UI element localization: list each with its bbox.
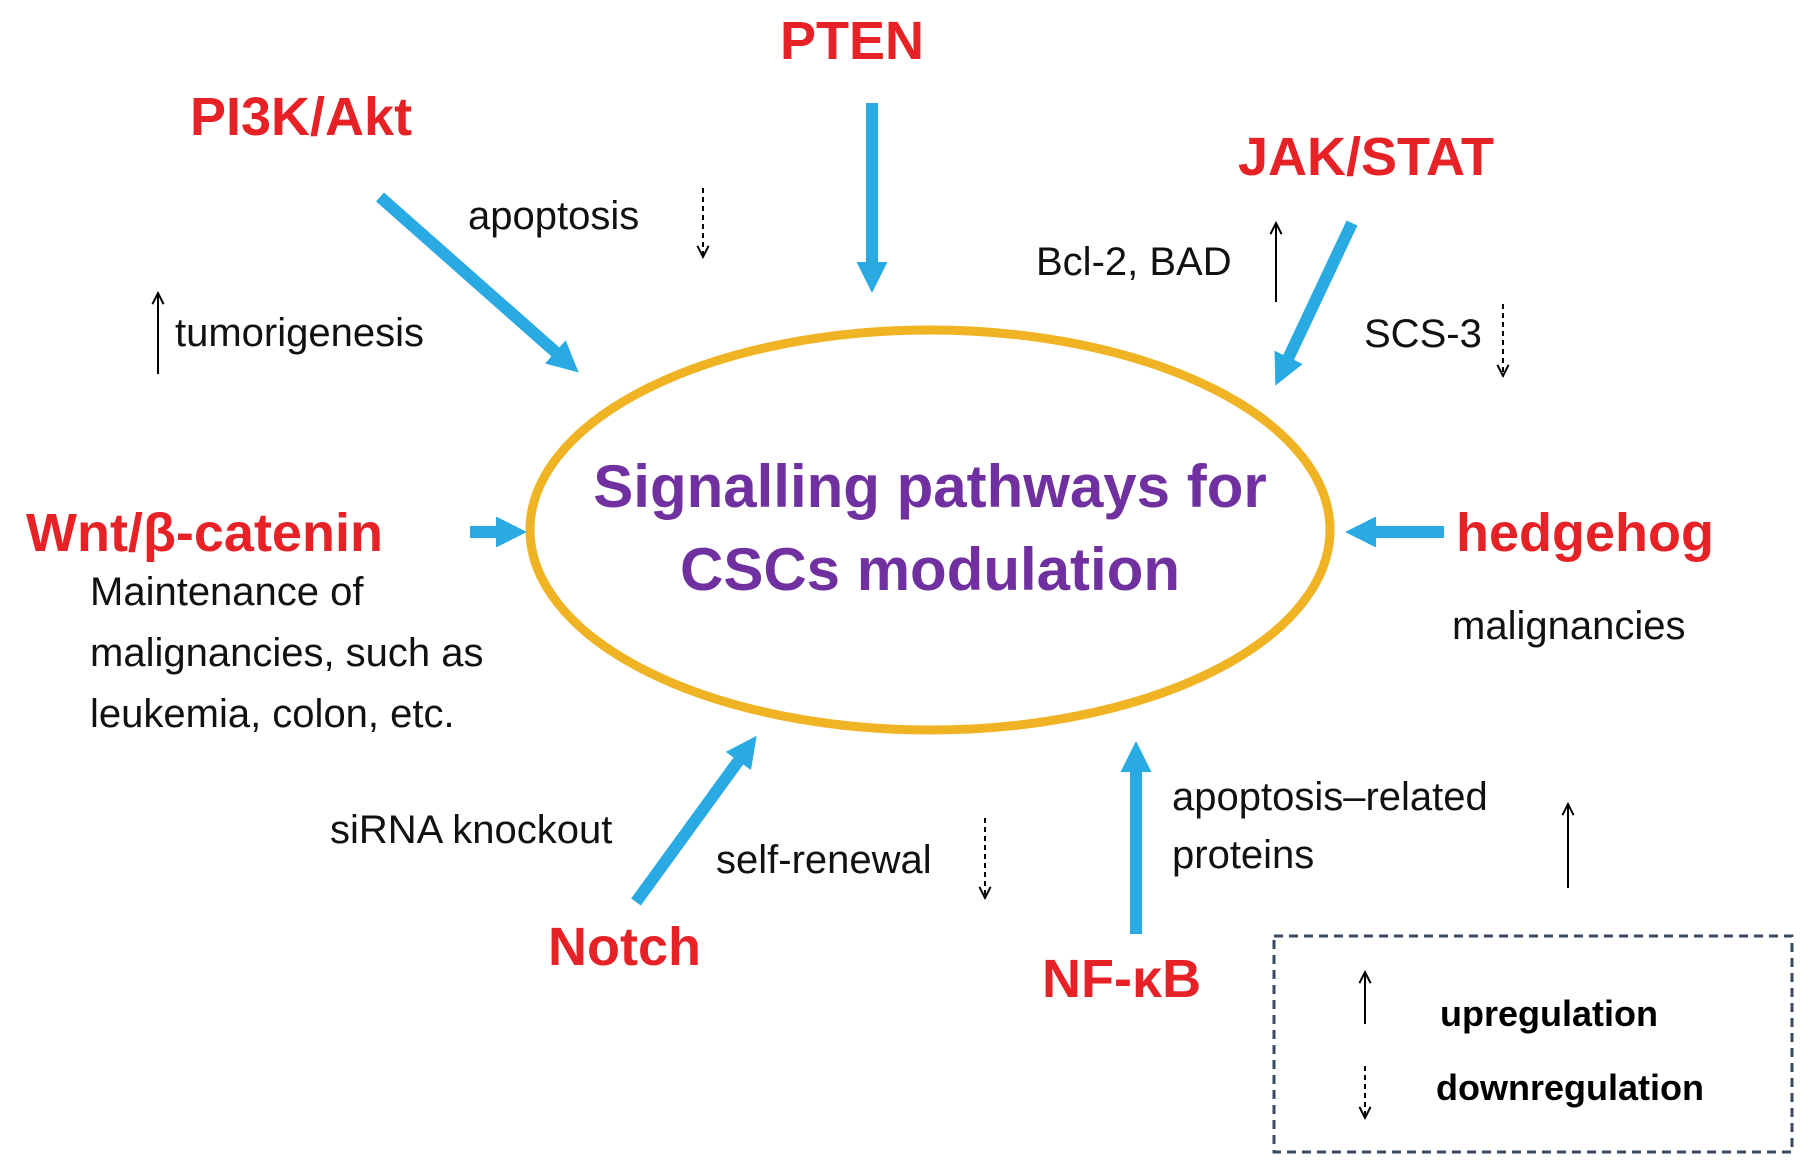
effect-wnt-line1: Maintenance of bbox=[90, 570, 364, 614]
pathway-wnt: Wnt/β-catenin bbox=[26, 503, 383, 563]
center-title-line1: Signalling pathways for bbox=[593, 453, 1267, 520]
effect-wnt-maintenance: Maintenance of malignancies, such as leu… bbox=[90, 562, 560, 744]
effect-hedgehog-malignancies: malignancies bbox=[1452, 604, 1686, 648]
pi3k-arrow bbox=[376, 192, 579, 373]
legend-box bbox=[1272, 934, 1794, 1154]
pathway-jak-stat: JAK/STAT bbox=[1238, 127, 1494, 187]
notch-arrow bbox=[631, 735, 757, 906]
center-ellipse bbox=[525, 325, 1335, 735]
effect-self-renewal: self-renewal bbox=[716, 838, 932, 882]
effect-apoptosis: apoptosis bbox=[468, 194, 640, 238]
effect-nfkb-line1: apoptosis–related bbox=[1172, 775, 1488, 819]
center-title-line2: CSCs modulation bbox=[679, 535, 1180, 603]
pathway-pi3k-akt: PI3K/Akt bbox=[190, 87, 413, 147]
effect-nfkb-line2: proteins bbox=[1172, 833, 1315, 877]
effect-bcl2-bad: Bcl-2, BAD bbox=[1036, 240, 1232, 284]
effect-wnt-line2: malignancies, such as bbox=[90, 630, 484, 675]
legend-downregulation: downregulation bbox=[1436, 1067, 1704, 1108]
effect-wnt-line3: leukemia, colon, etc. bbox=[90, 691, 455, 736]
effect-sirna-knockout: siRNA knockout bbox=[330, 808, 613, 852]
pathway-nfkb: NF-κB bbox=[1042, 949, 1202, 1009]
pathway-notch: Notch bbox=[548, 917, 701, 977]
effect-tumorigenesis: tumorigenesis bbox=[175, 311, 425, 355]
center-title: Signalling pathways for CSCs modulation bbox=[530, 446, 1330, 612]
pathway-pten: PTEN bbox=[780, 11, 925, 71]
effect-scs3: SCS-3 bbox=[1364, 312, 1482, 356]
pathway-hedgehog: hedgehog bbox=[1456, 503, 1714, 563]
jak-arrow bbox=[1274, 220, 1358, 386]
effect-nfkb-proteins: apoptosis–related proteins bbox=[1172, 768, 1592, 884]
legend-upregulation: upregulation bbox=[1440, 993, 1658, 1034]
